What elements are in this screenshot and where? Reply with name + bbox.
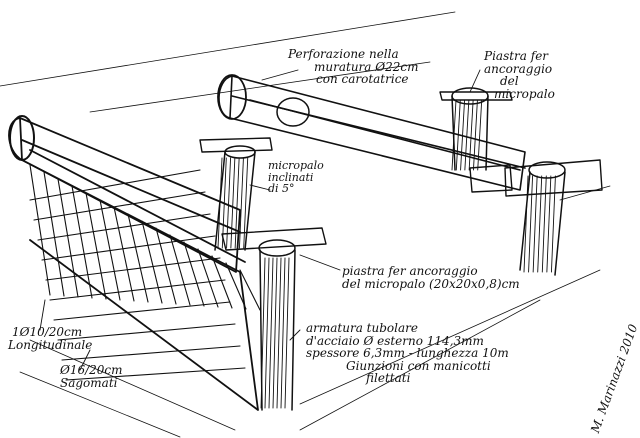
stirrup-stroke — [61, 345, 241, 361]
pile-shade-stroke — [230, 157, 236, 249]
plates — [199, 91, 603, 251]
label-line: di 5° — [268, 182, 295, 196]
stirrup-stroke — [29, 169, 201, 201]
label-line: piastra fer ancoraggio — [342, 264, 478, 278]
stirrup-stroke — [65, 367, 246, 381]
pile-shade-stroke — [455, 99, 461, 171]
label-line: micropalo — [268, 159, 324, 172]
pile-shade-stroke — [276, 257, 282, 409]
pile-shade-stroke — [272, 257, 278, 409]
label-line: Piastra fer — [484, 49, 549, 63]
pile-shade-stroke — [537, 175, 543, 273]
label-line: d'acciaio Ø esterno 114,3mm — [306, 333, 484, 348]
hatch-stroke — [197, 248, 219, 308]
pile-shade-stroke — [468, 99, 474, 171]
hatch-stroke — [29, 164, 51, 296]
pile-shade-stroke — [268, 257, 274, 409]
stirrup-stroke — [57, 323, 236, 341]
label-line: armatura tubolare — [306, 321, 418, 335]
label-perforazione: Perforazione nella muratura Ø22cm con ca… — [288, 48, 418, 86]
label-piastra-top: Piastra fer ancoraggio del micropalo — [484, 50, 555, 100]
stirrup-stroke — [53, 301, 231, 321]
pile-shade-stroke — [238, 157, 244, 249]
label-line: Longitudinale — [8, 337, 93, 352]
pile-shade-stroke — [226, 157, 232, 249]
hatch-stroke — [43, 171, 65, 297]
leader-lines — [39, 69, 481, 371]
ground-lines — [0, 11, 611, 438]
back-beam — [217, 74, 526, 191]
hatch-stroke — [127, 213, 149, 303]
label-micropalo: micropalo inclinati di 5° — [268, 160, 324, 195]
label-line: micropalo — [494, 86, 555, 101]
pile-shade-stroke — [546, 175, 552, 273]
hatching-front — [29, 164, 261, 381]
hatch-stroke — [99, 199, 121, 301]
pile-shade-stroke — [264, 257, 270, 409]
pile-shade-stroke — [541, 175, 547, 273]
label-line: con carotatrice — [316, 72, 409, 87]
label-line: filettati — [366, 371, 411, 386]
hatch-stroke — [113, 206, 135, 302]
hatch-stroke — [71, 185, 93, 299]
pile-shade-stroke — [451, 99, 457, 171]
pile-shade-stroke — [217, 157, 223, 249]
label-long-bars: 1Ø10/20cm Longitudinale — [8, 326, 92, 351]
hatch-stroke — [239, 269, 261, 311]
label-line: del micropalo (20x20x0,8)cm — [342, 276, 520, 291]
pile-shade-stroke — [221, 157, 227, 249]
stirrup-stroke — [41, 235, 216, 261]
stirrup-stroke — [37, 213, 211, 241]
hatch-stroke — [225, 262, 247, 310]
pile-shade-stroke — [477, 99, 483, 171]
hatch-stroke — [183, 241, 205, 307]
label-armatura: armatura tubolare d'acciaio Ø esterno 11… — [306, 322, 509, 385]
pile-shade-stroke — [260, 257, 266, 409]
hatching-piles — [217, 99, 556, 409]
label-line: muratura Ø22cm — [314, 59, 419, 74]
pile-shade-stroke — [280, 257, 286, 409]
hatch-stroke — [211, 255, 233, 309]
label-line: spessore 6,3mm - lunghezza 10m — [306, 346, 509, 361]
label-line: del — [500, 74, 519, 89]
pile-shade-stroke — [234, 157, 240, 249]
pile-shade-stroke — [528, 175, 534, 273]
hatch-stroke — [155, 227, 177, 305]
foundation-micropile-sketch — [0, 11, 611, 438]
pile-shade-stroke — [460, 99, 466, 171]
label-line: Sagomati — [60, 375, 118, 390]
pile-shade-stroke — [550, 175, 556, 273]
pile-shade-stroke — [523, 175, 529, 273]
hatch-stroke — [141, 220, 163, 304]
label-line: ancoraggio — [484, 61, 553, 76]
label-line: Ø16/20cm — [60, 363, 123, 377]
pile-shade-stroke — [284, 257, 290, 409]
stirrup-stroke — [45, 257, 221, 281]
pile-shade-stroke — [472, 99, 478, 171]
stirrup-stroke — [49, 279, 226, 301]
label-line: Perforazione nella — [288, 47, 399, 61]
label-line: inclinati — [268, 170, 314, 184]
pile-shade-stroke — [532, 175, 538, 273]
label-stirrups: Ø16/20cm Sagomati — [60, 364, 123, 389]
label-line: 1Ø10/20cm — [12, 325, 83, 339]
hatch-stroke — [57, 178, 79, 298]
label-line: Giunzioni con manicotti — [346, 358, 491, 373]
front-beam — [8, 115, 259, 411]
label-piastra-bottom: piastra fer ancoraggio del micropalo (20… — [342, 265, 520, 290]
hatch-stroke — [169, 234, 191, 306]
pile-shade-stroke — [243, 157, 249, 249]
stirrup-stroke — [33, 191, 206, 221]
pile-shade-stroke — [464, 99, 470, 171]
